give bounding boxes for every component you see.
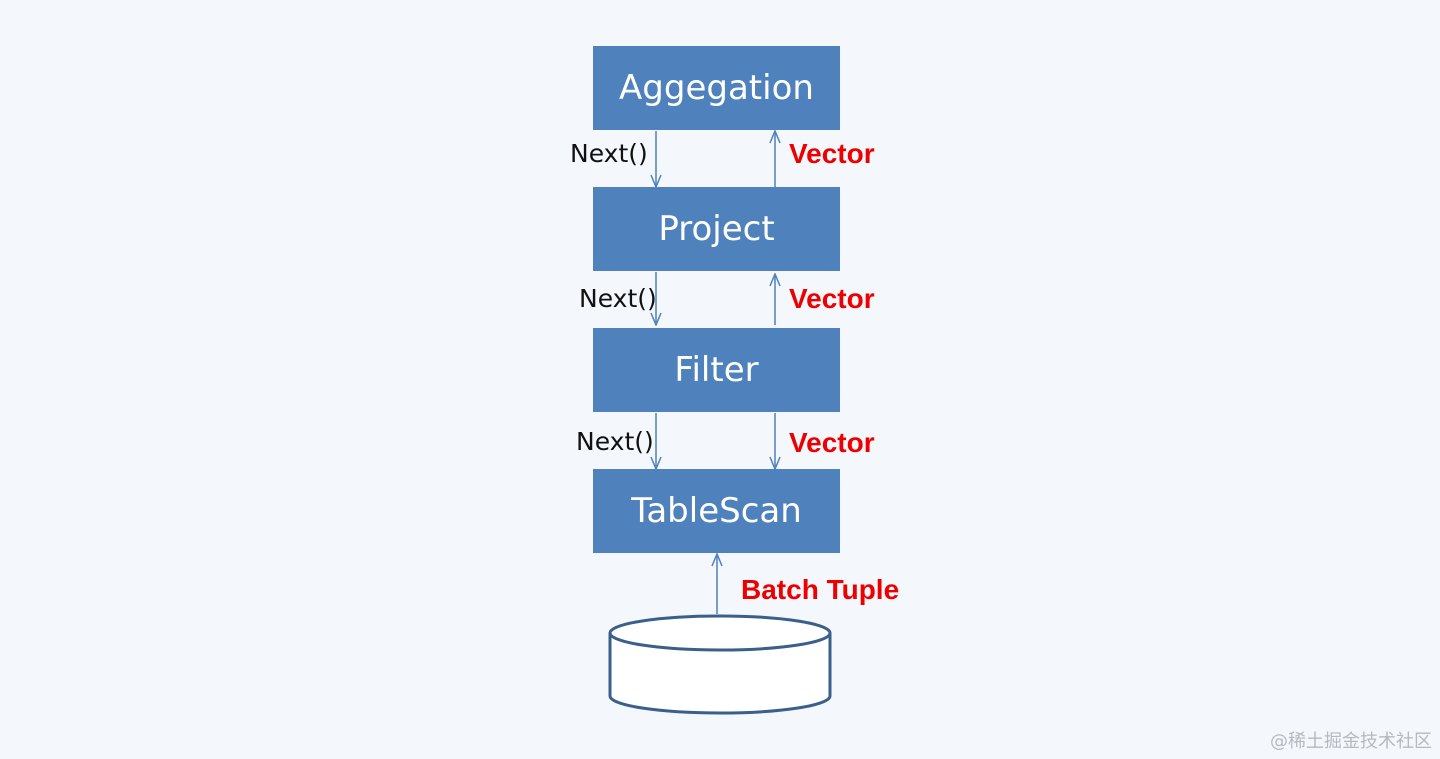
filter-box: Filter: [593, 328, 840, 412]
watermark: @稀土掘金技术社区: [1270, 731, 1432, 752]
next-call-label-3: Next(): [576, 427, 654, 456]
filter-label: Filter: [674, 350, 759, 390]
aggregation-label: Aggegation: [619, 68, 814, 108]
storage-cylinder-icon: [608, 614, 832, 715]
vector-return-label-3: Vector: [789, 427, 875, 458]
next-call-label-2: Next(): [579, 284, 657, 313]
project-label: Project: [658, 209, 775, 249]
aggregation-box: Aggegation: [593, 46, 840, 130]
vector-return-label-2: Vector: [789, 283, 875, 314]
next-call-label-1: Next(): [570, 139, 648, 168]
tablescan-label: TableScan: [631, 491, 802, 531]
tablescan-box: TableScan: [593, 469, 840, 553]
project-box: Project: [593, 187, 840, 271]
vector-return-label-1: Vector: [789, 138, 875, 169]
batch-tuple-label: Batch Tuple: [741, 574, 900, 605]
